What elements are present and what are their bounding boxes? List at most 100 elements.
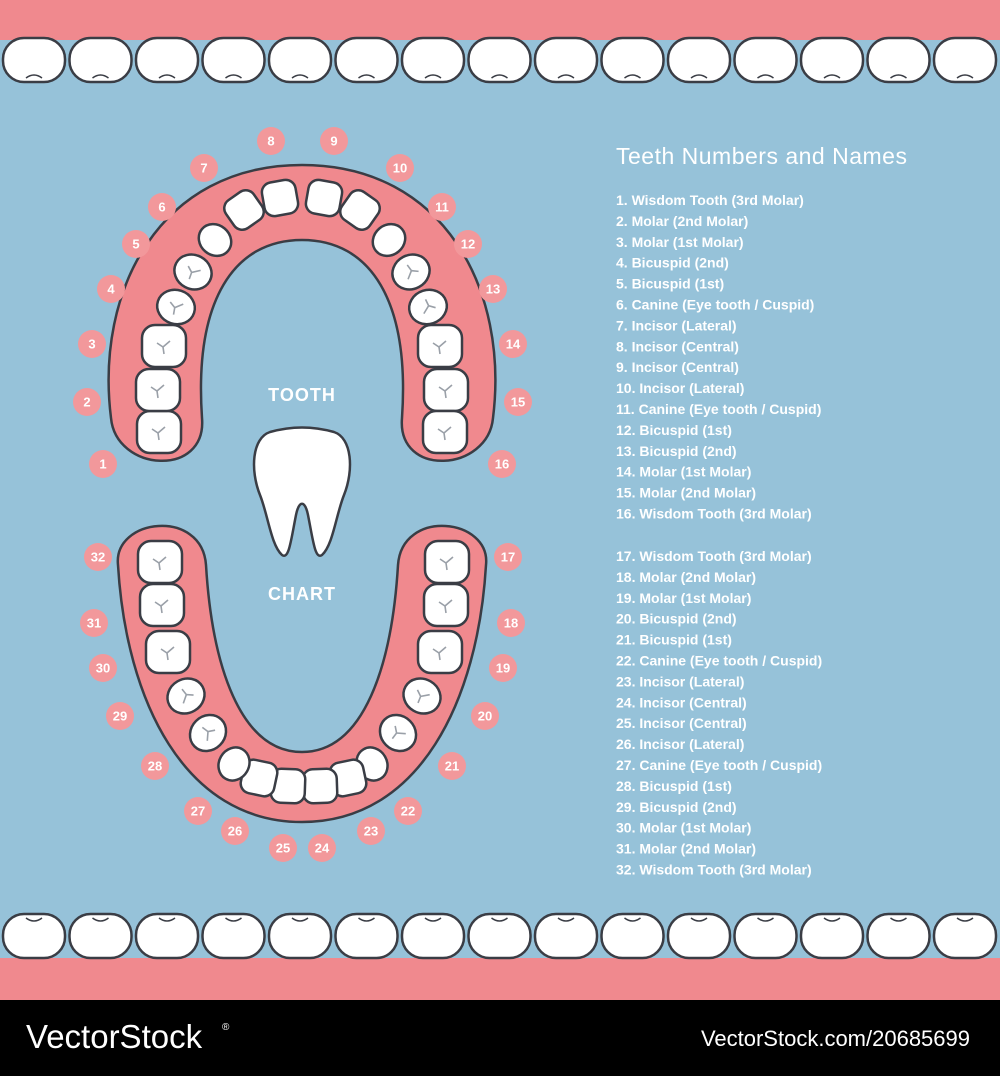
legend-item: 15. Molar (2nd Molar)	[616, 485, 756, 501]
tooth-fissure	[438, 599, 453, 614]
legend-item: 23. Incisor (Lateral)	[616, 673, 744, 689]
tooth-icon	[252, 426, 352, 557]
border-tooth	[1, 36, 67, 84]
tooth-number-badge: 24	[308, 834, 336, 862]
tooth-number-badge: 4	[97, 275, 125, 303]
tooth-number-badge: 1	[89, 450, 117, 478]
tooth-fissure	[152, 556, 167, 571]
legend-item: 17. Wisdom Tooth (3rd Molar)	[616, 548, 812, 564]
border-tooth	[68, 36, 133, 84]
tooth-number-label: 30	[96, 661, 110, 676]
arch-tooth	[260, 178, 300, 218]
tooth-number-badge: 19	[489, 654, 517, 682]
footer-bar: VectorStock ® VectorStock.com/20685699	[0, 1000, 1000, 1076]
legend-item: 5. Bicuspid (1st)	[616, 276, 724, 292]
legend-item: 6. Canine (Eye tooth / Cuspid)	[616, 297, 814, 313]
border-tooth	[600, 36, 665, 84]
tooth-number-label: 2	[83, 395, 90, 410]
border-tooth	[334, 912, 399, 960]
tooth-number-badge: 16	[488, 450, 516, 478]
legend-item: 21. Bicuspid (1st)	[616, 632, 732, 648]
arch-tooth	[421, 409, 469, 455]
border-tooth	[267, 912, 333, 960]
tooth-fissure	[150, 384, 165, 399]
legend-item: 31. Molar (2nd Molar)	[616, 841, 756, 857]
tooth-number-badge: 17	[494, 543, 522, 571]
border-tooth	[932, 36, 998, 84]
border-tooth	[866, 912, 931, 960]
tooth-number-label: 31	[87, 616, 101, 631]
tooth-fissure	[169, 301, 184, 315]
tooth-number-badge: 7	[190, 154, 218, 182]
legend-item: 16. Wisdom Tooth (3rd Molar)	[616, 506, 812, 522]
tooth-number-label: 24	[315, 841, 330, 856]
arch-tooth	[378, 713, 418, 753]
tooth-number-label: 22	[401, 804, 415, 819]
arch-tooth	[217, 746, 251, 782]
arch-tooth	[407, 288, 449, 326]
tooth-number-label: 32	[91, 550, 105, 565]
footer-brand: VectorStock	[26, 1018, 203, 1055]
legend-item: 28. Bicuspid (1st)	[616, 778, 732, 794]
legend-item: 22. Canine (Eye tooth / Cuspid)	[616, 653, 822, 669]
tooth-fissure	[423, 299, 436, 315]
tooth-fissure	[201, 726, 216, 741]
legend-item: 27. Canine (Eye tooth / Cuspid)	[616, 757, 822, 773]
top-teeth-row	[1, 36, 998, 84]
panel-background	[0, 0, 1000, 1000]
border-tooth	[866, 36, 931, 84]
tooth-fissure	[406, 264, 419, 280]
border-tooth	[533, 912, 599, 960]
border-tooth	[666, 912, 732, 960]
tooth-number-badge: 18	[497, 609, 525, 637]
tooth-number-badge: 32	[84, 543, 112, 571]
arch-tooth	[304, 178, 344, 218]
tooth-number-badge: 14	[499, 330, 527, 358]
legend-item: 3. Molar (1st Molar)	[616, 234, 744, 250]
border-tooth	[600, 912, 665, 960]
legend-item: 13. Bicuspid (2nd)	[616, 443, 737, 459]
arch-tooth	[301, 767, 339, 805]
legend-item: 18. Molar (2nd Molar)	[616, 569, 756, 585]
legend-item: 2. Molar (2nd Molar)	[616, 213, 748, 229]
legend-item: 10. Incisor (Lateral)	[616, 380, 744, 396]
center-label-chart: CHART	[268, 584, 336, 604]
upper-arch	[107, 163, 497, 462]
border-tooth	[134, 912, 200, 960]
legend-lower-list: 17. Wisdom Tooth (3rd Molar) 18. Molar (2…	[616, 548, 822, 878]
tooth-fissure	[432, 340, 447, 355]
tooth-number-badge: 28	[141, 752, 169, 780]
legend-item: 4. Bicuspid (2nd)	[616, 255, 729, 271]
arch-tooth	[416, 323, 464, 369]
tooth-number-badge: 12	[454, 230, 482, 258]
legend-title: Teeth Numbers and Names	[616, 143, 907, 169]
border-tooth	[400, 912, 466, 960]
tooth-number-label: 7	[200, 161, 207, 176]
tooth-number-badge: 8	[257, 127, 285, 155]
footer-registered-mark: ®	[222, 1022, 230, 1033]
tooth-number-badge: 3	[78, 330, 106, 358]
tooth-number-label: 11	[435, 200, 449, 215]
footer-stock-id: VectorStock.com/20685699	[701, 1026, 970, 1051]
arch-tooth	[402, 677, 442, 715]
arch-tooth	[371, 222, 407, 258]
tooth-fissure	[181, 688, 194, 704]
tooth-number-label: 10	[393, 161, 407, 176]
border-tooth	[533, 36, 599, 84]
arch-tooth	[166, 677, 206, 715]
tooth-fissure	[416, 689, 430, 704]
arch-tooth	[134, 367, 182, 413]
tooth-number-label: 13	[486, 282, 500, 297]
tooth-fissure	[187, 265, 201, 280]
tooth-number-badge: 30	[89, 654, 117, 682]
top-gum-border	[0, 0, 1000, 84]
arch-tooth	[197, 222, 233, 258]
tooth-number-badge: 15	[504, 388, 532, 416]
tooth-number-badge: 13	[479, 275, 507, 303]
tooth-number-label: 21	[445, 759, 459, 774]
legend-item: 11. Canine (Eye tooth / Cuspid)	[616, 401, 821, 417]
legend-item: 25. Incisor (Central)	[616, 715, 747, 731]
border-tooth	[134, 36, 200, 84]
